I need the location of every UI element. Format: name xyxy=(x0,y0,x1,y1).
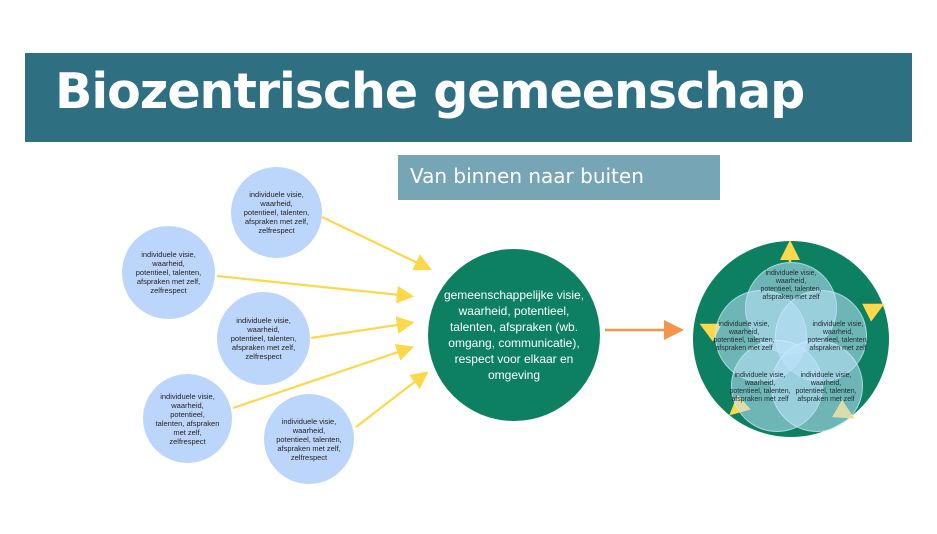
arrow-4 xyxy=(232,343,415,410)
outward-arrow-left xyxy=(699,323,722,342)
subtitle: Van binnen naar buiten xyxy=(410,164,644,188)
venn-label-top: individuele visie, waarheid, potentieel,… xyxy=(760,270,822,301)
arrow-1 xyxy=(321,216,432,271)
page-title: Biozentrische gemeenschap xyxy=(55,63,805,120)
venn-label-bottom-left: individuele visie, waarheid, potentieel,… xyxy=(729,372,791,403)
community-circle: gemeenschappelijke visie, waarheid, pote… xyxy=(428,249,600,421)
arrow-5 xyxy=(355,371,429,428)
venn-label-right: individuele visie, waarheid, potentieel,… xyxy=(807,321,869,352)
arrow-2 xyxy=(216,274,415,304)
venn-label-left: individuele visie, waarheid, potentieel,… xyxy=(713,321,775,352)
individual-bubble-3: individuele visie, waarheid, potentieel,… xyxy=(217,292,310,385)
individual-bubble-2: individuele visie, waarheid, potentieel,… xyxy=(122,226,215,319)
individual-bubble-5: individuele visie, waarheid, potentieel,… xyxy=(264,394,354,484)
outward-arrow-right xyxy=(862,303,885,322)
subtitle-box: Van binnen naar buiten xyxy=(398,155,720,200)
venn-label-bottom-right: individuele visie, waarheid, potentieel,… xyxy=(795,372,857,403)
individual-bubble-1: individuele visie, waarheid, potentieel,… xyxy=(231,167,322,258)
individual-bubble-4: individuele visie, waarheid, potentieel,… xyxy=(143,374,232,463)
arrow-3 xyxy=(310,316,415,340)
title-bar: Biozentrische gemeenschap xyxy=(25,53,912,142)
venn-circle-bottom-right xyxy=(771,340,863,432)
